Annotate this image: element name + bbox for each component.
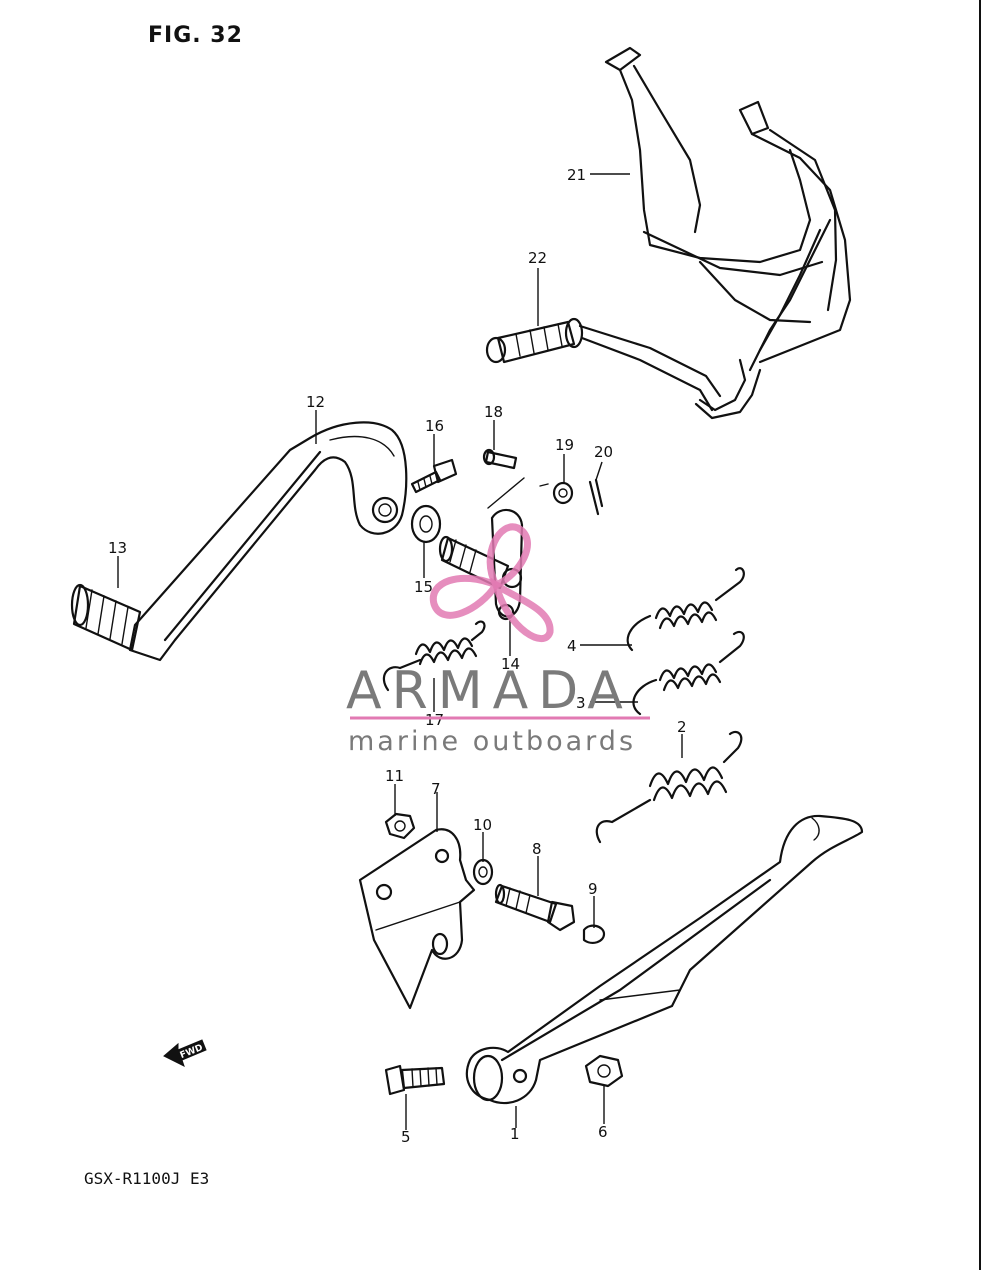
callout-4: 4 bbox=[567, 637, 577, 655]
armada-watermark: ARMADA marine outboards bbox=[346, 523, 650, 757]
part-15-washer bbox=[410, 504, 442, 544]
callout-15: 15 bbox=[414, 578, 433, 596]
part-6-nut bbox=[584, 1054, 624, 1088]
callout-22: 22 bbox=[528, 249, 547, 267]
part-10-washer bbox=[472, 858, 494, 886]
propeller-logo-icon bbox=[429, 523, 554, 642]
callout-20: 20 bbox=[594, 443, 613, 461]
part-7-bracket bbox=[358, 828, 476, 1010]
watermark-tagline: marine outboards bbox=[348, 726, 636, 757]
figure-title: FIG. 32 bbox=[148, 23, 243, 48]
fwd-label: FWD bbox=[179, 1043, 205, 1061]
callout-10: 10 bbox=[473, 816, 492, 834]
callout-9: 9 bbox=[588, 880, 598, 898]
callout-19: 19 bbox=[555, 436, 574, 454]
callout-13: 13 bbox=[108, 539, 127, 557]
fwd-arrow-icon: FWD bbox=[163, 1039, 207, 1067]
part-18-pin bbox=[482, 448, 549, 509]
callout-labels: 1 2 3 4 5 6 7 8 9 10 11 12 13 14 15 16 1… bbox=[108, 166, 687, 1146]
part-19-washer bbox=[552, 481, 574, 505]
callout-11: 11 bbox=[385, 767, 404, 785]
callout-6: 6 bbox=[598, 1123, 608, 1141]
callout-14: 14 bbox=[501, 655, 520, 673]
leader-lines bbox=[117, 173, 683, 1130]
part-12-lever bbox=[128, 421, 408, 662]
model-code: GSX-R1100J E3 bbox=[84, 1169, 209, 1188]
part-17-spring bbox=[382, 620, 486, 692]
part-2-spring bbox=[595, 730, 743, 844]
callout-8: 8 bbox=[532, 840, 542, 858]
part-20-cotter-pin bbox=[588, 478, 604, 516]
callout-17: 17 bbox=[425, 711, 444, 729]
callout-12: 12 bbox=[306, 393, 325, 411]
callout-2: 2 bbox=[677, 718, 687, 736]
part-13-lever-rubber bbox=[70, 583, 142, 652]
callout-7: 7 bbox=[431, 780, 441, 798]
part-4-spring bbox=[626, 567, 745, 652]
part-5-stud bbox=[384, 1064, 446, 1096]
part-22-footpeg bbox=[485, 317, 722, 412]
callout-1: 1 bbox=[510, 1125, 520, 1143]
part-8-bolt bbox=[494, 883, 576, 932]
callout-3: 3 bbox=[576, 694, 586, 712]
part-16-bolt bbox=[410, 458, 458, 494]
part-3-spring bbox=[632, 630, 745, 716]
callout-21: 21 bbox=[567, 166, 586, 184]
callout-16: 16 bbox=[425, 417, 444, 435]
watermark-brand: ARMADA bbox=[346, 661, 633, 721]
callout-5: 5 bbox=[401, 1128, 411, 1146]
part-1-side-stand bbox=[465, 814, 864, 1105]
part-21-frame-guard bbox=[604, 46, 852, 420]
part-9-cap bbox=[582, 924, 606, 944]
callout-18: 18 bbox=[484, 403, 503, 421]
part-11-nut bbox=[384, 812, 416, 840]
